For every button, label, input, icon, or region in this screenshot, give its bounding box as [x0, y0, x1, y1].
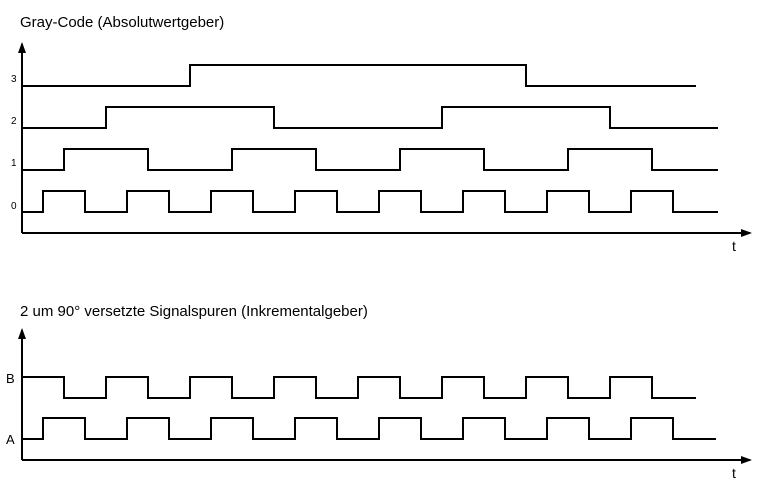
- track-2-waveform: [22, 106, 718, 129]
- time-axis-label: t: [732, 465, 736, 481]
- gray-code-diagram: Gray-Code (Absolutwertgeber) t 3 2 1 0: [11, 14, 752, 254]
- gray-code-title: Gray-Code (Absolutwertgeber): [20, 14, 224, 31]
- track-b-waveform: [22, 376, 696, 399]
- x-axis-arrow: [741, 229, 752, 237]
- y-axis-arrow: [18, 42, 26, 53]
- track-3-waveform: [22, 64, 696, 87]
- track-label-1: 1: [11, 158, 17, 169]
- time-axis-label: t: [732, 238, 736, 254]
- track-1-waveform: [22, 148, 718, 171]
- track-label-a: A: [6, 432, 15, 447]
- track-0-waveform: [22, 190, 718, 213]
- y-axis-arrow: [18, 328, 26, 339]
- incremental-title: 2 um 90° versetzte Signalspuren (Inkreme…: [20, 303, 368, 320]
- x-axis-arrow: [741, 456, 752, 464]
- track-label-0: 0: [11, 201, 17, 212]
- track-label-2: 2: [11, 116, 17, 127]
- incremental-encoder-diagram: 2 um 90° versetzte Signalspuren (Inkreme…: [6, 303, 752, 481]
- track-a-waveform: [22, 417, 716, 440]
- track-label-3: 3: [11, 74, 17, 85]
- track-label-b: B: [6, 371, 15, 386]
